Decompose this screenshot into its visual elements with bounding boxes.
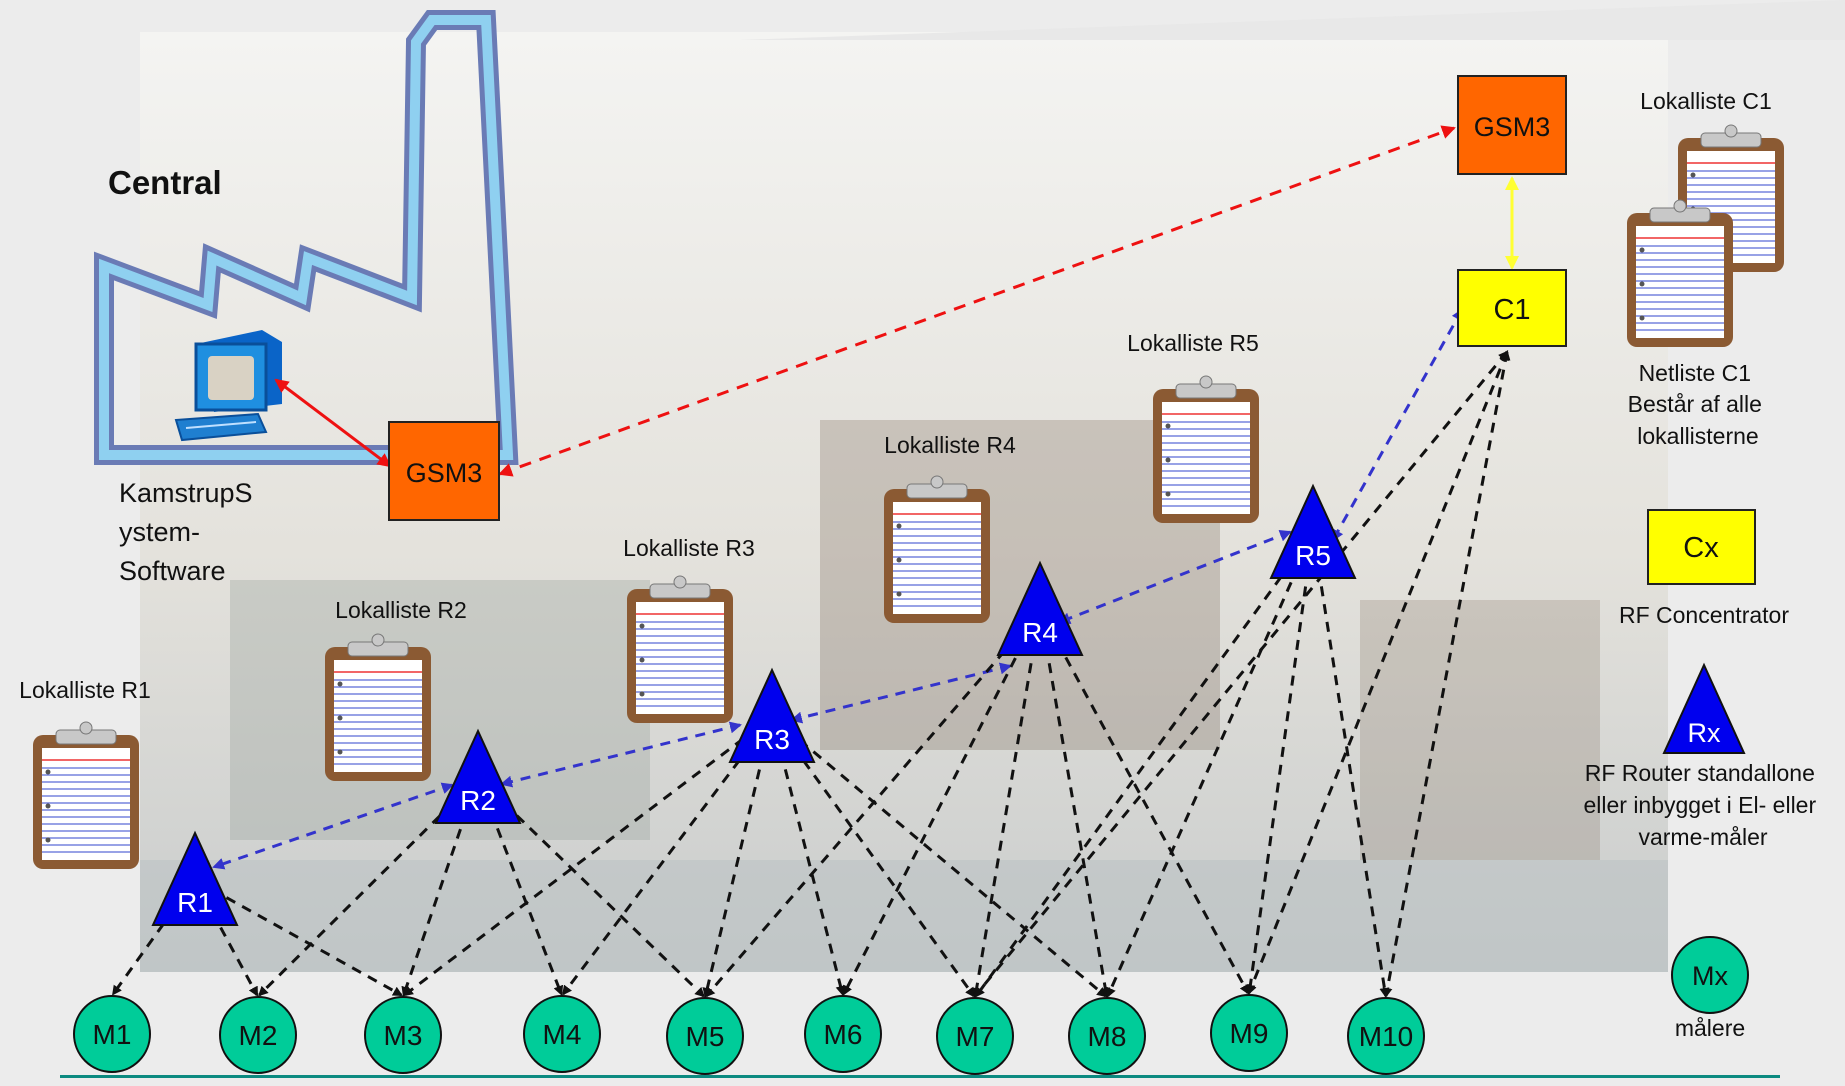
gsm-remote: GSM3 [1457, 75, 1567, 175]
meter-circle [73, 995, 151, 1073]
meter-label: M3 [384, 1020, 423, 1051]
meter-circle [219, 996, 297, 1074]
router-r5: R5 [1269, 483, 1357, 579]
computer-icon [174, 330, 282, 442]
legend-router-triangle [1662, 662, 1746, 754]
meter-label: M9 [1230, 1018, 1269, 1049]
clipboard-r2-icon [324, 633, 432, 782]
legend-router-text: RF Router standallone eller inbygget i E… [1583, 760, 1822, 850]
router-label: R2 [460, 785, 496, 816]
router-r2: R2 [434, 728, 522, 824]
legend-concentrator-box [1647, 509, 1756, 585]
meter-label: M8 [1088, 1021, 1127, 1052]
router-triangle [151, 830, 239, 926]
meter-label: M10 [1359, 1021, 1413, 1052]
meter-m9: M9 [1210, 994, 1288, 1072]
legend-meter-circle [1671, 936, 1749, 1014]
meter-label: M1 [93, 1019, 132, 1050]
legend-meter-text: målere [1675, 1015, 1745, 1041]
router-label: R4 [1022, 617, 1058, 648]
router-r1: R1 [151, 830, 239, 926]
list-label-c1: Lokalliste C1 [1640, 88, 1772, 114]
legend-meter-symbol: Mx [1692, 961, 1728, 991]
factory-icon [94, 10, 519, 465]
meter-link-c1-m10 [1382, 350, 1511, 998]
list-label-r5: Lokalliste R5 [1127, 330, 1259, 356]
meter-link-r2-m2 [258, 776, 480, 997]
clipboard-r5-icon [1152, 375, 1260, 524]
legend: Cx RF Concentrator Rx RF Router standall… [1583, 509, 1822, 1041]
meter-circle [1068, 997, 1146, 1075]
clipboard-r3-icon [626, 575, 734, 724]
meter-m8: M8 [1068, 997, 1146, 1075]
meters: M1 M2 M3 M4 M5 M6 M7 M8 M9 M10 [73, 994, 1425, 1075]
router-label: R1 [177, 887, 213, 918]
meter-circle [936, 997, 1014, 1075]
meter-m2: M2 [219, 996, 297, 1074]
central-title: Central [108, 164, 222, 201]
list-label-r3: Lokalliste R3 [623, 535, 755, 561]
meter-m4: M4 [523, 995, 601, 1073]
meter-links [111, 350, 1511, 998]
list-label-r1: Lokalliste R1 [19, 677, 151, 703]
connection-lines [111, 125, 1519, 998]
meter-label: M2 [239, 1020, 278, 1051]
meter-circle [364, 996, 442, 1074]
router-triangle [1269, 483, 1357, 579]
list-label-r4: Lokalliste R4 [884, 432, 1016, 458]
meter-circle [1210, 994, 1288, 1072]
meter-m5: M5 [666, 997, 744, 1075]
meter-m1: M1 [73, 995, 151, 1073]
concentrator-label: C1 [1493, 294, 1530, 326]
legend-concentrator-text: RF Concentrator [1619, 602, 1789, 628]
clipboard-c1-icon [1626, 199, 1734, 348]
clipboard-r4-icon [883, 475, 991, 624]
pc-gsm-link [274, 378, 392, 468]
meter-label: M6 [824, 1019, 863, 1050]
software-label: KamstrupS ystem- Software [119, 478, 260, 586]
gsm-remote-label: GSM3 [1474, 112, 1551, 142]
gsm-gsm-link [498, 125, 1456, 477]
router-triangle [728, 667, 816, 763]
router-triangle [996, 560, 1084, 656]
meter-m10: M10 [1347, 997, 1425, 1075]
meter-link-c1-m7 [973, 350, 1509, 998]
gsm-central-label: GSM3 [406, 458, 483, 488]
netlist-text: Netliste C1 Består af alle lokallisterne [1628, 360, 1769, 449]
gsm-central: GSM3 [388, 421, 500, 521]
meter-circle [1347, 997, 1425, 1075]
meter-circle [666, 997, 744, 1075]
router-triangle [434, 728, 522, 824]
clipboard-r1-icon [32, 721, 140, 870]
meter-circle [804, 995, 882, 1073]
meter-m7: M7 [936, 997, 1014, 1075]
router-r3: R3 [728, 667, 816, 763]
meter-m6: M6 [804, 995, 882, 1073]
meter-label: M7 [956, 1021, 995, 1052]
meter-label: M4 [543, 1019, 582, 1050]
meter-m3: M3 [364, 996, 442, 1074]
router-label: R3 [754, 724, 790, 755]
meter-circle [523, 995, 601, 1073]
router-label: R5 [1295, 540, 1331, 571]
legend-concentrator-symbol: Cx [1683, 532, 1719, 564]
list-label-r2: Lokalliste R2 [335, 597, 467, 623]
legend-router-symbol: Rx [1688, 718, 1721, 748]
meter-label: M5 [686, 1021, 725, 1052]
meter-link-r1-m3 [193, 878, 403, 997]
concentrator-c1: C1 [1457, 269, 1567, 347]
routers: R1 R2 R3 R4 R5 [151, 483, 1357, 926]
router-r4: R4 [996, 560, 1084, 656]
